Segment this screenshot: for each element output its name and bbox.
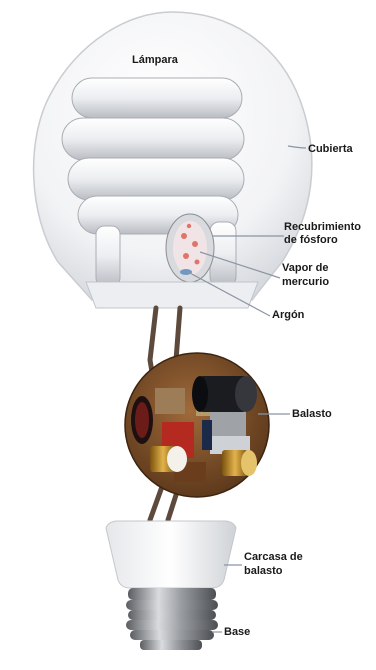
screw-base bbox=[126, 588, 218, 650]
label-base: Base bbox=[224, 626, 250, 639]
label-vapor-line2: mercurio bbox=[282, 276, 329, 289]
label-carcasa-line2: balasto bbox=[244, 565, 283, 578]
label-balasto: Balasto bbox=[292, 408, 332, 421]
ballast-housing bbox=[106, 521, 236, 588]
label-carcasa-line1: Carcasa de bbox=[244, 551, 303, 564]
label-recubrimiento-line1: Recubrimiento bbox=[284, 221, 361, 234]
label-recubrimiento-line2: de fósforo bbox=[284, 234, 338, 247]
label-vapor-line1: Vapor de bbox=[282, 262, 328, 275]
label-lampara: Lámpara bbox=[132, 54, 178, 67]
argon-drop bbox=[180, 269, 192, 275]
label-cubierta: Cubierta bbox=[308, 143, 353, 156]
label-argon: Argón bbox=[272, 309, 304, 322]
